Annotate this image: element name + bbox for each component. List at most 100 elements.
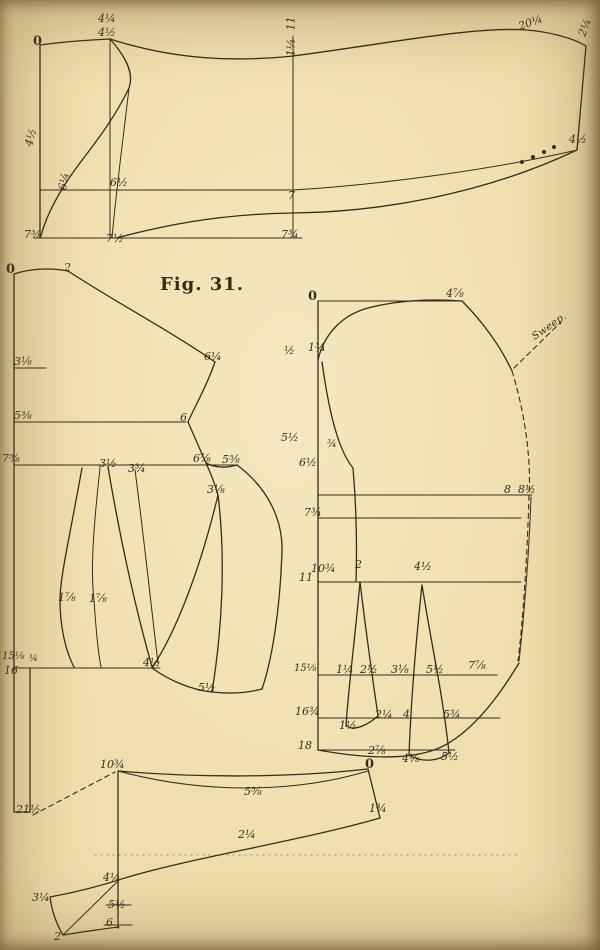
measurement-label: 15⅛ [294, 663, 317, 674]
measurement-label: 4⅛ [402, 752, 420, 765]
sleeve-draft [33, 28, 587, 239]
sweep-dash-line [513, 321, 562, 369]
measurement-label: 11 [299, 571, 313, 584]
measurement-label: 5½ [108, 898, 126, 911]
measurement-label: ¾ [29, 654, 38, 664]
sleeve-bottom-curve [115, 149, 578, 239]
measurement-label: 3⅛ [391, 663, 409, 676]
measurement-label: 5½ [198, 681, 216, 694]
back-seam-2 [134, 469, 159, 664]
measurement-label: 1¾ [369, 802, 387, 815]
measurement-label: 6⅞ [193, 452, 211, 465]
sleeve-cap [109, 28, 587, 60]
measurement-label: 5½ [426, 663, 444, 676]
back-shoulder-curve [67, 270, 216, 363]
measurement-label: 7½ [106, 232, 124, 245]
measurement-label: 0 [6, 262, 16, 277]
measurement-label: 2¼ [375, 708, 393, 721]
front-neck-curve [317, 299, 463, 361]
measurement-label: 1⅞ [89, 592, 107, 605]
measurement-label: 5⅝ [222, 453, 240, 466]
pin-dot [542, 150, 546, 154]
front-hem-curve [317, 662, 520, 758]
sleeve-inner-curve [111, 87, 130, 239]
front-side-seam [352, 467, 358, 583]
measurement-label: 5⅝ [244, 785, 262, 798]
measurement-label: 7⅞ [468, 659, 486, 672]
measurement-label: 4 [403, 708, 410, 721]
pin-dot [520, 160, 524, 164]
collar-end-seg3 [62, 926, 120, 936]
measurement-label: 6½ [110, 176, 128, 189]
measurement-label: 2⅞ [368, 744, 386, 757]
measurement-label: 21½ [16, 803, 41, 816]
measurement-label: 8½ [518, 483, 536, 496]
collar-top-line [117, 768, 369, 777]
measurement-label: 7⅜ [24, 228, 42, 241]
measurement-label: 16 [4, 664, 18, 677]
measurement-label: 5½ [281, 431, 299, 444]
measurement-label: 0 [308, 289, 318, 304]
front-dart1-right [359, 581, 379, 717]
measurement-label: 3¾ [128, 462, 146, 475]
measurement-label: 2 [54, 930, 61, 943]
collar-end-seg1 [49, 876, 129, 898]
measurement-label: 7¾ [281, 228, 299, 241]
back-draft [13, 268, 283, 813]
collar-end-seg2 [49, 896, 64, 936]
back-dart-2 [91, 467, 102, 668]
collar-mid-curve [117, 770, 369, 789]
back-seam-1 [107, 466, 153, 668]
measurement-label: 6½ [299, 456, 317, 469]
measurement-label: 10¾ [100, 758, 125, 771]
measurement-label: 8 [504, 483, 511, 496]
measurement-label: 2½ [360, 663, 378, 676]
sleeve-right-edge [576, 45, 587, 151]
front-dart2-right [421, 584, 450, 754]
measurement-label: 3½ [99, 457, 117, 470]
measurement-label: 18 [298, 739, 312, 752]
measurement-label: 1¼ [284, 38, 298, 57]
back-notch [205, 462, 219, 496]
pin-dot [552, 145, 556, 149]
measurement-label: 1⅞ [58, 591, 76, 604]
back-top-edge [13, 268, 69, 275]
measurement-label: 3⅛ [14, 355, 32, 368]
measurement-label: ½ [284, 344, 295, 357]
measurement-label: 5½ [441, 750, 459, 763]
front-armhole [321, 361, 354, 469]
sidebody-bulge [236, 464, 283, 690]
figure-caption: Fig. 31. [160, 274, 245, 295]
sleeve-inner-s-curve [40, 38, 132, 237]
front-right-edge [518, 496, 532, 662]
measurement-label: 2 [64, 261, 71, 274]
measurement-label: 0 [33, 34, 43, 49]
sidebody-right-seam [211, 494, 223, 693]
measurement-label: 5⅜ [14, 409, 32, 422]
collar-right-end [367, 768, 381, 819]
sidebody-left-seam [151, 494, 219, 669]
front-dart2-left [408, 584, 423, 756]
back-dart-1 [59, 467, 83, 668]
front-edge-dashed [511, 370, 531, 662]
measurement-label: 4½ [98, 26, 116, 39]
measurement-label: 2 [355, 558, 362, 571]
measurement-label: 11 [284, 16, 298, 31]
measurement-label: 0 [365, 757, 375, 772]
measurement-label: 4½ [414, 560, 432, 573]
measurement-label: 7⅝ [2, 452, 20, 465]
pin-dot [531, 155, 535, 159]
measurement-label: ¾ [327, 439, 337, 450]
back-armhole-b [187, 421, 207, 464]
front-dart1-left [345, 581, 361, 727]
measurement-label: 16¾ [295, 705, 320, 718]
collar-bottom-curve [127, 817, 381, 878]
collar-draft [32, 768, 521, 936]
measurement-label: 4½ [143, 656, 161, 669]
measurement-label: 1¾ [308, 341, 326, 354]
front-dart2-bottom [408, 752, 450, 761]
front-draft [317, 299, 562, 761]
measurement-label: 1½ [339, 719, 357, 732]
measurement-label: 4¼ [98, 12, 116, 25]
